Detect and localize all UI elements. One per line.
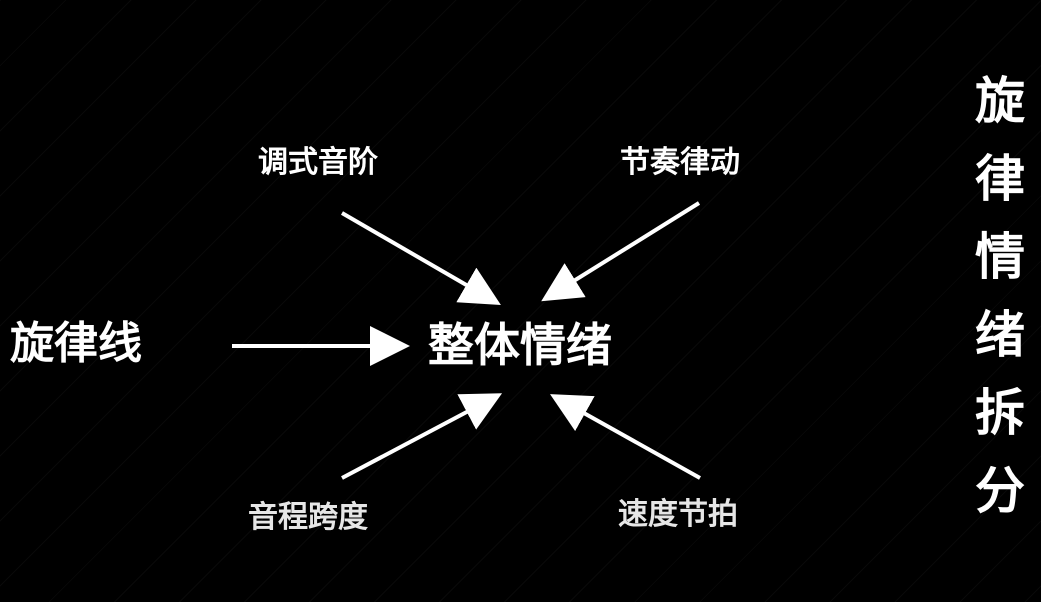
side-title-char: 分 <box>975 462 1025 520</box>
arrow-bottom-right <box>550 394 701 480</box>
arrow-top-left <box>340 211 501 306</box>
label-rhythm-groove: 节奏律动 <box>620 145 740 180</box>
side-title-char: 律 <box>975 150 1025 208</box>
side-title-char: 绪 <box>975 306 1025 364</box>
side-title: 旋 律 情 绪 拆 分 <box>968 76 1032 544</box>
side-title-char: 拆 <box>975 384 1025 442</box>
label-mode-scale: 调式音阶 <box>258 145 378 180</box>
side-title-char: 情 <box>975 228 1025 286</box>
label-overall-emotion: 整体情绪 <box>428 318 612 372</box>
side-title-char: 旋 <box>975 72 1025 130</box>
label-melody-line: 旋律线 <box>10 318 142 369</box>
arrow-top-right <box>541 201 701 302</box>
label-interval-span: 音程跨度 <box>248 500 368 535</box>
arrow-bottom-left <box>341 393 503 480</box>
label-tempo-meter: 速度节拍 <box>618 497 738 532</box>
